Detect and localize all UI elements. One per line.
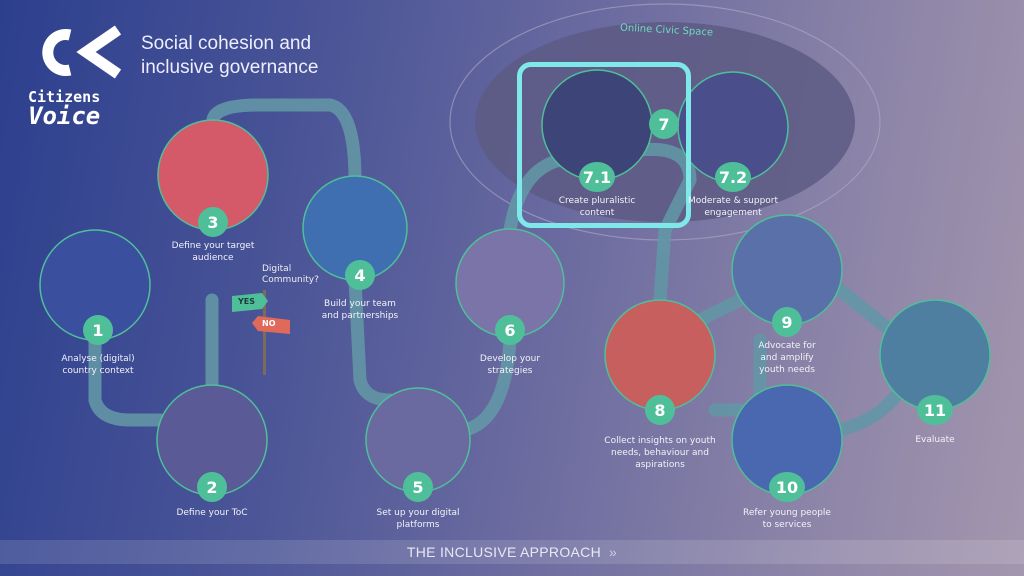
step-badge-1: 1 (83, 315, 113, 345)
signpost-icon (232, 290, 290, 375)
step-badge-8: 8 (645, 395, 675, 425)
step-label-1: Analyse (digital)country context (61, 354, 135, 376)
step-11-illustration (879, 299, 991, 411)
step-8-illustration (604, 299, 716, 411)
step-badge-7-2: 7.2 (715, 162, 751, 192)
step-badge-11: 11 (917, 395, 953, 425)
step-badge-6: 6 (495, 315, 525, 345)
sign-no: NO (262, 319, 276, 328)
footer-label: THE INCLUSIVE APPROACH (406, 544, 601, 560)
step-label-11: Evaluate (915, 435, 955, 445)
step-badge-7-1: 7.1 (579, 162, 615, 192)
step-badge-4: 4 (345, 260, 375, 290)
brand-name: Citizens (28, 88, 101, 106)
sign-yes: YES (238, 297, 256, 306)
citizens-voice-logo (42, 25, 122, 79)
step-badge-10: 10 (769, 472, 805, 502)
step-badge-5: 5 (403, 472, 433, 502)
chevron-right-icon: » (609, 544, 618, 560)
highlight-box (517, 62, 691, 228)
step-badge-2: 2 (197, 472, 227, 502)
brand-name-voice: Voice (28, 102, 101, 130)
step-label-2: Define your ToC (176, 508, 248, 518)
step-badge-3: 3 (198, 207, 228, 237)
footer-banner: THE INCLUSIVE APPROACH » (0, 540, 1024, 564)
step-badge-7: 7 (649, 109, 679, 139)
step-badge-9: 9 (772, 307, 802, 337)
